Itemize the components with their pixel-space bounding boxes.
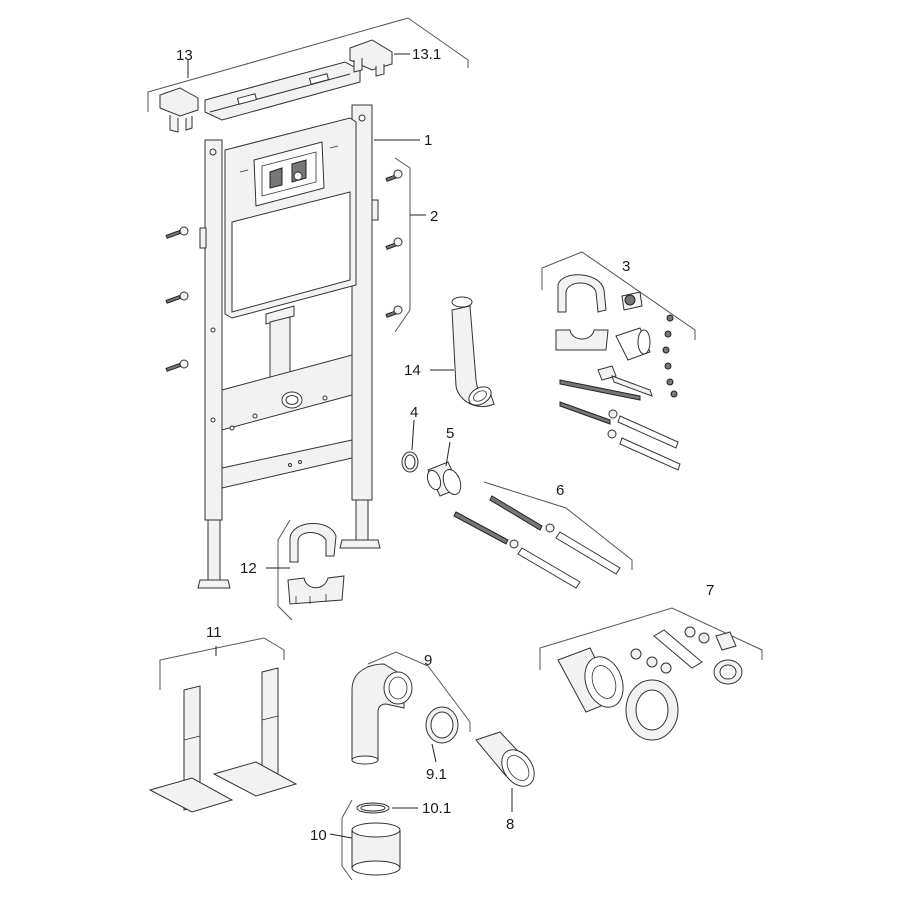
part-3-fixing-set [541, 251, 696, 471]
part-2-screws [165, 157, 411, 372]
screw [385, 237, 403, 250]
part-6-rods [453, 481, 633, 589]
callout-14: 14 [404, 362, 421, 379]
screw [385, 169, 403, 182]
part-11-feet [148, 637, 298, 813]
callout-10-1: 10.1 [422, 800, 451, 817]
callout-4: 4 [410, 404, 418, 421]
screw [165, 291, 189, 304]
part-4-seal [401, 451, 419, 473]
callout-11: 11 [206, 624, 222, 641]
callout-5: 5 [446, 425, 454, 442]
callout-1: 1 [424, 132, 432, 149]
callout-7: 7 [706, 582, 714, 599]
part-8-connector [475, 731, 535, 787]
callout-6: 6 [556, 482, 564, 499]
part-5-sleeve [426, 461, 462, 497]
part-12-brackets [277, 519, 345, 621]
callout-8: 8 [506, 816, 514, 833]
callout-12: 12 [240, 560, 257, 577]
screw [165, 359, 189, 372]
callout-13-1: 13.1 [412, 46, 441, 63]
callout-labels: 13 13.1 1 2 3 14 4 5 6 12 7 11 9 9.1 10.… [176, 46, 714, 844]
part-13-mounting-bar [147, 17, 469, 133]
part-7-pan-connector [539, 607, 763, 741]
part-1-installation-frame [197, 104, 381, 589]
callout-2: 2 [430, 208, 438, 225]
part-14-bend [451, 296, 495, 408]
callout-10: 10 [310, 827, 327, 844]
callout-9-1: 9.1 [426, 766, 447, 783]
part-10-adapter [341, 799, 401, 881]
callout-13: 13 [176, 47, 193, 64]
screw [165, 226, 189, 239]
callout-3: 3 [622, 258, 630, 275]
part-9-bend [351, 651, 471, 765]
callout-9: 9 [424, 652, 432, 669]
leader-lines [187, 53, 513, 839]
screw [385, 305, 403, 318]
